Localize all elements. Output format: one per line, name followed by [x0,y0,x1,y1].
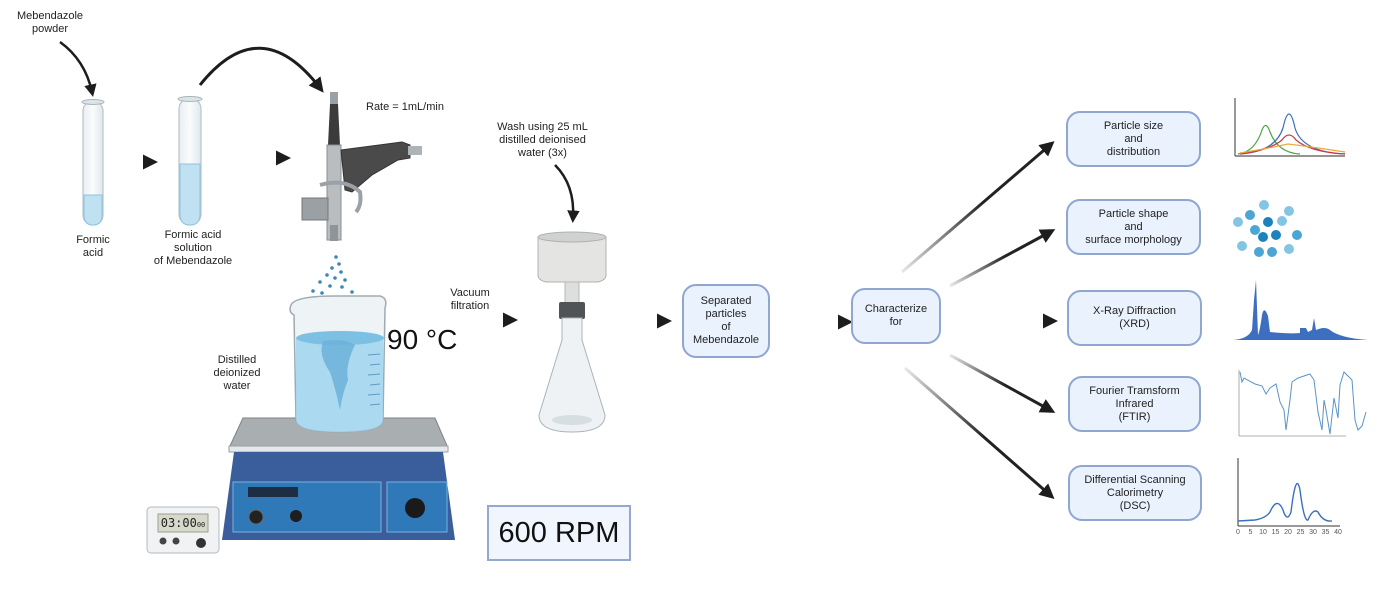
powder-arrow [59,40,97,97]
dsc-tick-label: 0 [1236,529,1240,536]
filtration-flask-icon [537,231,607,433]
water-label: Distilled deionized water [213,354,261,392]
ftir-spectrum-icon [1238,370,1367,437]
dsc-tick-label: 20 [1284,529,1292,536]
test-tube-solution [177,96,203,226]
hotplate-stirrer-icon [222,417,455,540]
dsc-tick-label: 25 [1296,529,1305,536]
timer-centiseconds: 00 [196,521,206,529]
timer-display: 03:0000 [158,514,208,532]
technique-xrd: X-Ray Diffraction (XRD) [1067,290,1202,346]
beaker-icon [289,295,387,433]
dsc-thermogram-icon [1237,458,1340,527]
xrd-pattern-icon [1233,280,1368,340]
spray-droplets [311,255,354,295]
technique-dsc: Differential Scanning Calorimetry (DSC) [1068,465,1202,521]
dsc-tick-label: 10 [1259,529,1267,536]
arrow-to-dsc [904,366,1055,499]
timer-icon [146,506,220,554]
speed-badge: 600 RPM [487,505,631,561]
dsc-tick-label: 30 [1309,529,1317,536]
distribution-curves-icon [1234,98,1346,157]
formic-acid-label: Formic acid [76,234,110,259]
technique-particle-size: Particle size and distribution [1066,111,1201,167]
arrow-to-morphology [949,229,1056,288]
particles-icon [1233,200,1302,257]
timer-time: 03:00 [160,516,197,530]
wash-label: Wash using 25 mL distilled deionised wat… [497,121,588,159]
wash-arrow [554,164,580,223]
dsc-tick-label: 40 [1334,529,1342,536]
technique-morphology: Particle shape and surface morphology [1066,199,1201,255]
vacuum-filtration-label: Vacuum filtration [450,287,490,312]
formic-acid-solution-label: Formic acid solution of Mebendazole [153,229,233,267]
characterize-node: Characterize for [851,288,941,344]
arrow-to-ftir [949,353,1056,413]
dsc-tick-label: 5 [1248,529,1253,536]
dsc-axis-ticks: 0 5 10 15 20 25 30 35 40 [1234,529,1344,539]
dsc-tick-label: 15 [1271,529,1280,536]
powder-label: Mebendazole powder [16,10,84,35]
rate-label: Rate = 1mL/min [366,101,444,113]
arrow-to-particle-size [901,141,1055,274]
temperature-label: 90 °C [387,324,458,355]
test-tube-formic-acid [81,99,105,226]
transfer-curved-arrow [198,46,324,93]
airbrush-icon [301,92,422,241]
technique-ftir: Fourier Tramsform Infrared (FTIR) [1068,376,1201,432]
dsc-tick-label: 35 [1321,529,1330,536]
separated-particles-node: Separated particles of Mebendazole [682,284,770,358]
